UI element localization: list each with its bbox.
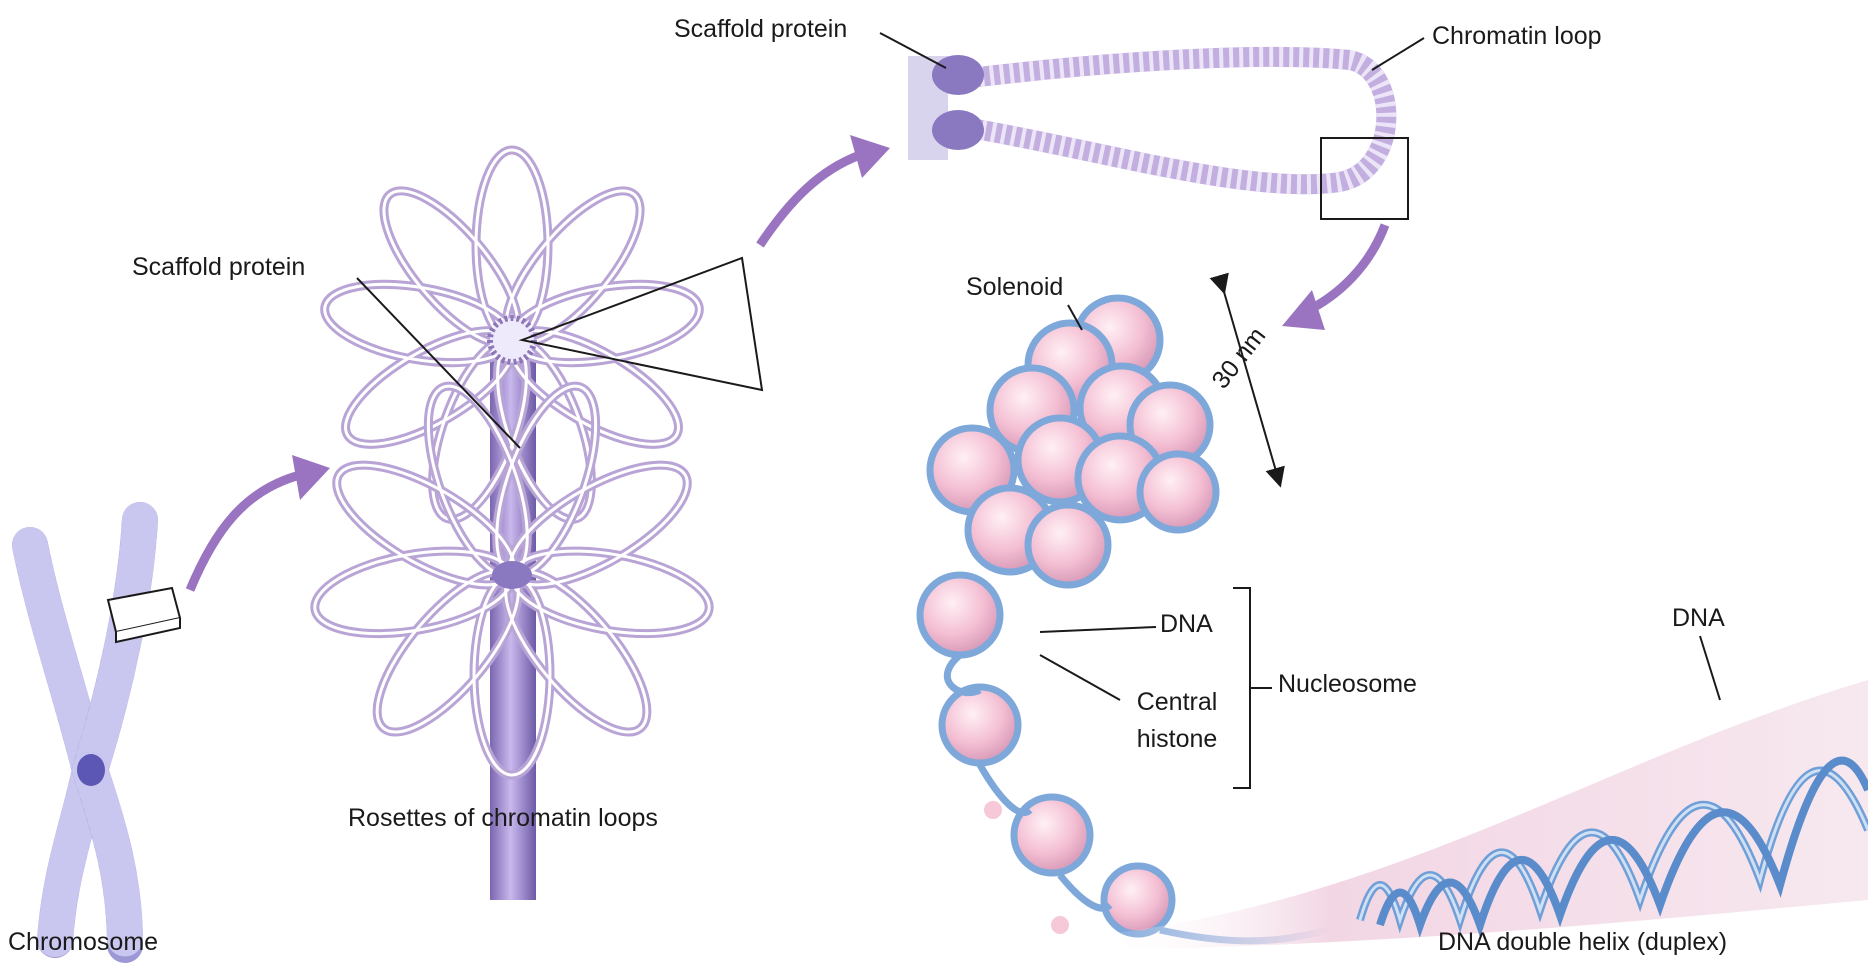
leader-dna-helix [1700, 636, 1720, 700]
arrow-head-2 [850, 135, 890, 178]
chromatin-loop [908, 55, 1408, 219]
arrow-head-1 [292, 455, 330, 500]
arrow-chromosome-to-rosette [190, 475, 300, 590]
label-scaffold-protein-left: Scaffold protein [132, 255, 305, 280]
label-solenoid: Solenoid [966, 275, 1063, 300]
leader-chromatin-loop [1372, 38, 1424, 70]
label-chromosome: Chromosome [8, 930, 158, 955]
rosettes [308, 150, 715, 900]
label-central-histone-line1: Central [1122, 690, 1232, 715]
label-chromatin-loop: Chromatin loop [1432, 24, 1602, 49]
arrow-rosette-to-loop [760, 155, 860, 245]
label-scaffold-protein-top: Scaffold protein [674, 17, 847, 42]
chromosome [30, 520, 180, 945]
label-rosettes: Rosettes of chromatin loops [348, 806, 658, 831]
label-central-histone: Central histone [1122, 690, 1232, 752]
label-dna-helix: DNA [1672, 606, 1725, 631]
label-dna-double-helix: DNA double helix (duplex) [1438, 930, 1727, 955]
arrow-head-3 [1282, 290, 1325, 330]
label-nucleosome: Nucleosome [1278, 672, 1417, 697]
nucleosome-bracket [1233, 588, 1272, 788]
leader-central-histone [1040, 655, 1120, 700]
arrow-loop-to-solenoid [1305, 225, 1385, 312]
solenoid [920, 298, 1360, 941]
label-dna-nucleosome: DNA [1160, 612, 1213, 637]
leader-dna-nucleosome [1040, 627, 1156, 632]
label-central-histone-line2: histone [1122, 727, 1232, 752]
